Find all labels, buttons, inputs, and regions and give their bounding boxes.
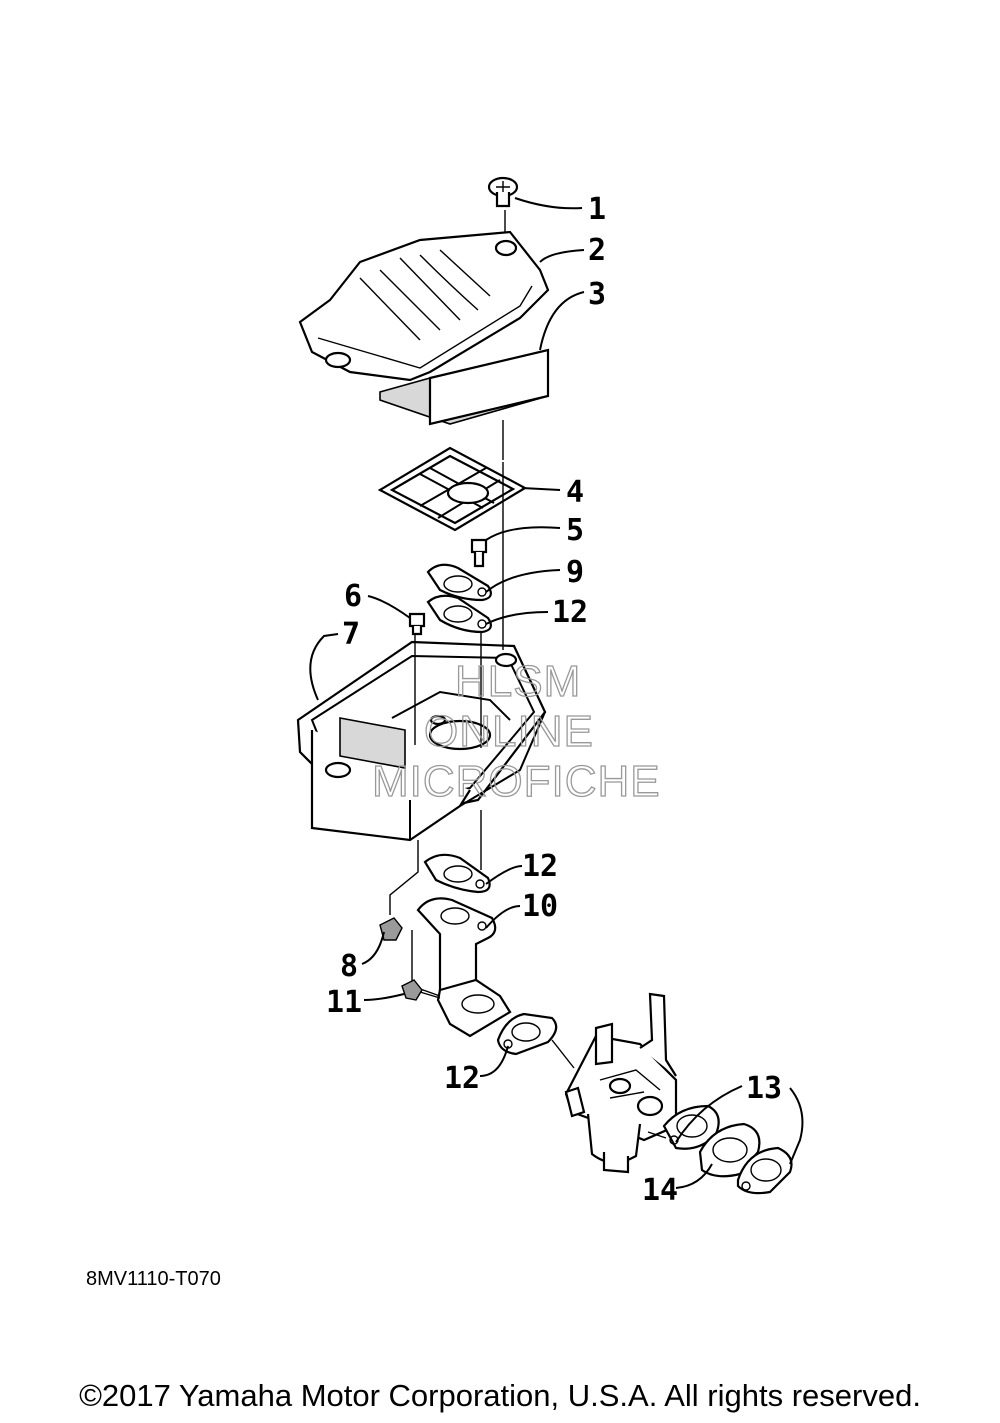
callout-10: 10 [522, 889, 558, 924]
part-insulator-14[interactable] [698, 1122, 761, 1178]
callout-7: 7 [342, 617, 360, 652]
callout-11: 11 [326, 985, 362, 1020]
watermark: HLSM ONLINE MICROFICHE [371, 656, 661, 806]
callout-14: 14 [642, 1173, 678, 1208]
callout-13: 13 [746, 1071, 782, 1106]
part-cleaner-cover[interactable] [298, 230, 550, 382]
callout-2: 2 [588, 233, 606, 268]
callout-labels: 1 2 3 4 5 9 6 12 7 12 10 8 11 12 13 14 [326, 192, 782, 1208]
watermark-line-2: ONLINE [424, 707, 594, 756]
watermark-line-1: HLSM [455, 657, 581, 706]
callout-12-lower: 12 [444, 1061, 480, 1096]
part-screw-top[interactable] [487, 176, 519, 208]
callout-9: 9 [566, 555, 584, 590]
part-bolt-6[interactable] [408, 612, 426, 636]
callout-4: 4 [566, 475, 584, 510]
part-plate-9[interactable] [426, 563, 492, 602]
copyright-notice: ©2017 Yamaha Motor Corporation, U.S.A. A… [79, 1378, 921, 1413]
part-carburetor[interactable] [564, 992, 678, 1174]
part-filter-element[interactable] [379, 348, 550, 426]
part-cleaner-case[interactable] [296, 640, 547, 842]
watermark-line-3: MICROFICHE [372, 757, 661, 806]
part-gasket-12c[interactable] [496, 1012, 575, 1069]
callout-8: 8 [340, 949, 358, 984]
part-fitting-11[interactable] [401, 979, 441, 1001]
part-gasket-12b[interactable] [423, 853, 491, 894]
callout-6: 6 [344, 579, 362, 614]
callout-12-upper: 12 [552, 595, 588, 630]
callout-3: 3 [588, 277, 606, 312]
callout-12-middle: 12 [522, 849, 558, 884]
callout-1: 1 [588, 192, 606, 227]
callout-5: 5 [566, 513, 584, 548]
diagram-code: 8MV1110-T070 [86, 1268, 221, 1290]
leader-lines [309, 197, 804, 1189]
part-gasket-12a[interactable] [426, 594, 492, 634]
part-bolt-5[interactable] [470, 538, 488, 568]
part-elbow-10[interactable] [411, 897, 512, 1038]
